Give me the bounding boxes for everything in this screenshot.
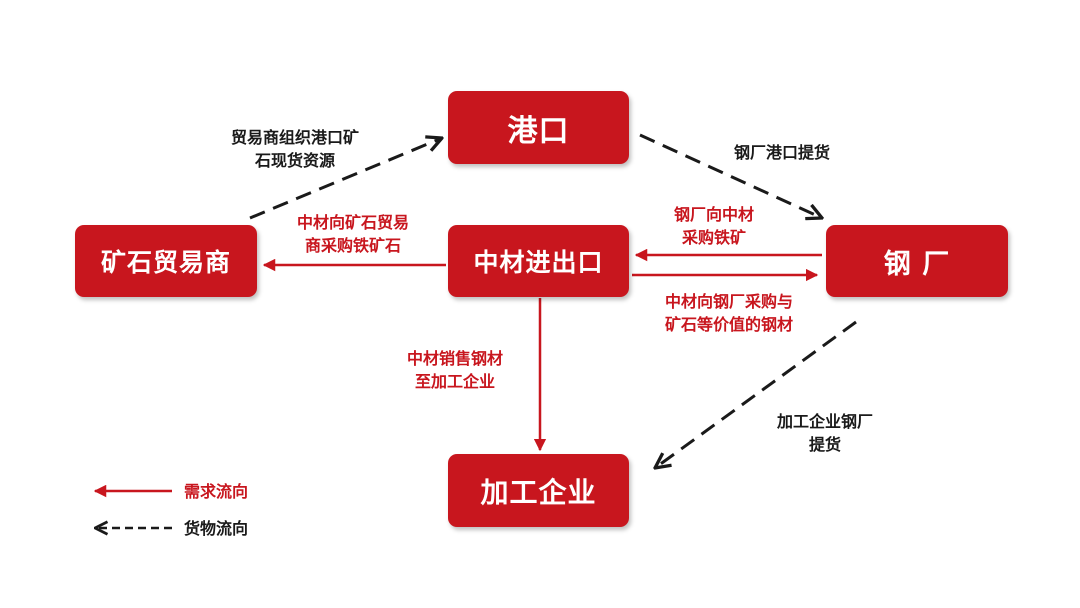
arrow-port-to-mill bbox=[639, 133, 822, 218]
node-ore-trader: 矿石贸易商 bbox=[75, 225, 257, 297]
legend-goods-label: 货物流向 bbox=[184, 519, 249, 538]
node-port: 港口 bbox=[448, 91, 629, 164]
legend-demand-label: 需求流向 bbox=[184, 482, 249, 501]
label-sinosteel-to-mill: 中材向钢厂采购与 矿石等价值的钢材 bbox=[664, 292, 793, 334]
arrow-mill-to-processor bbox=[655, 320, 857, 468]
node-processing-enterprise: 加工企业 bbox=[448, 454, 629, 527]
label-sinosteel-to-processor: 中材销售钢材 至加工企业 bbox=[406, 349, 503, 391]
label-sinosteel-to-trader: 中材向矿石贸易 商采购铁矿石 bbox=[296, 213, 409, 255]
node-steel-mill: 钢 厂 bbox=[826, 225, 1008, 297]
label-mill-to-sinosteel: 钢厂向中材 采购铁矿 bbox=[673, 205, 754, 247]
node-sinosteel-import-export: 中材进出口 bbox=[448, 225, 629, 297]
label-port-to-mill: 钢厂港口提货 bbox=[733, 143, 830, 162]
label-mill-to-processor: 加工企业钢厂 提货 bbox=[776, 412, 873, 454]
arrow-trader-to-port bbox=[249, 138, 442, 220]
label-trader-to-port: 贸易商组织港口矿 石现货资源 bbox=[230, 128, 359, 170]
